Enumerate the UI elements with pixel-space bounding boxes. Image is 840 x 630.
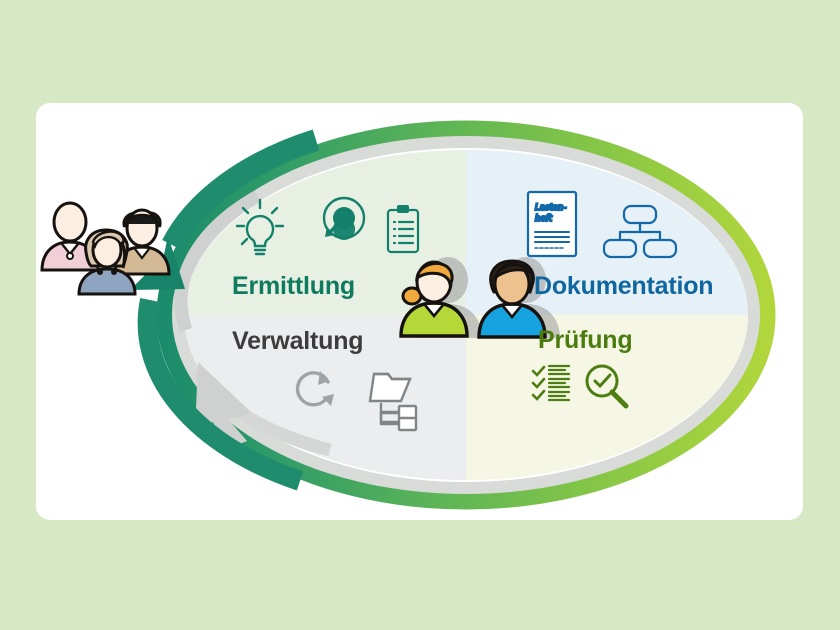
quadrant-label-dokumentation: Dokumentation (534, 272, 714, 300)
person-blue-gray (77, 228, 137, 296)
quadrant-label-pruefung: Prüfung (538, 326, 633, 354)
icons-ermittlung (235, 196, 420, 256)
icons-verwaltung (295, 371, 418, 432)
teal-arc-lower (137, 297, 304, 491)
magnifier-check-icon (585, 364, 629, 409)
gradient-ring (156, 120, 776, 510)
checklist-icon (531, 364, 571, 402)
folder-structure-icon (368, 372, 418, 432)
icons-dokumentation: Lasten- heft (526, 190, 678, 259)
lightbulb-icon (235, 198, 285, 256)
inner-gray-arrow (174, 190, 332, 457)
lastenheft-line1: Lasten- (535, 203, 566, 213)
teal-arc-upper (162, 129, 320, 251)
refresh-cycle-icon (295, 371, 334, 407)
org-chart-icon (602, 204, 678, 259)
lastenheft-line2: heft (535, 214, 553, 224)
clipboard-icon (386, 205, 420, 254)
people-center-cluster (399, 257, 560, 339)
gray-arrow-head (195, 362, 252, 450)
lastenheft-document-icon: Lasten- heft (526, 190, 578, 258)
quadrant-label-verwaltung: Verwaltung (232, 327, 364, 355)
person-green (399, 260, 469, 338)
target-arrow-icon (322, 196, 366, 240)
icons-pruefung (531, 364, 629, 409)
person-cyan (477, 259, 547, 339)
quadrant-label-ermittlung: Ermittlung (232, 272, 355, 300)
people-left-cluster (40, 201, 171, 296)
person-tan (113, 208, 171, 276)
